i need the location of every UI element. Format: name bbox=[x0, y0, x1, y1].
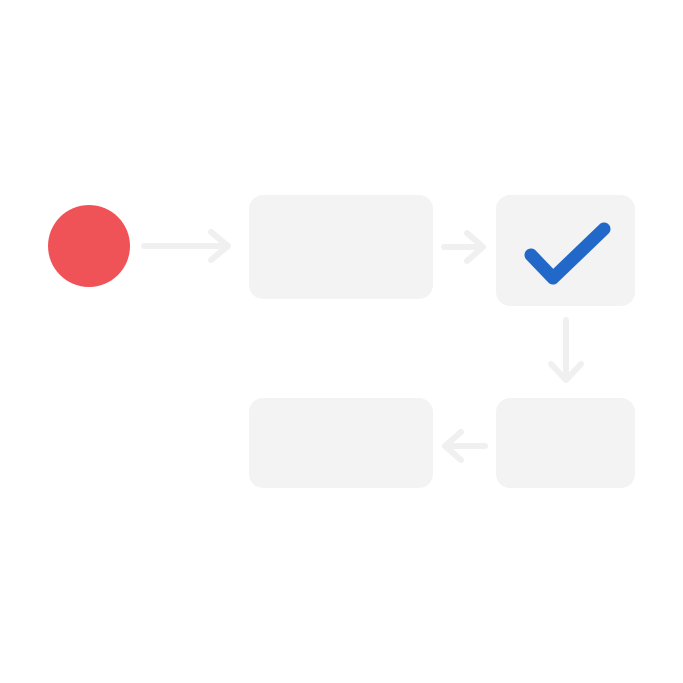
start-node bbox=[48, 205, 130, 287]
step-4-box bbox=[249, 398, 433, 488]
arrow-step-2-to-step-3 bbox=[548, 317, 584, 383]
step-1-box bbox=[249, 195, 433, 299]
check-icon bbox=[524, 222, 611, 285]
arrow-step-1-to-step-2 bbox=[441, 230, 486, 264]
arrow-start-to-step-1 bbox=[141, 229, 231, 263]
step-2-box bbox=[496, 195, 635, 306]
arrow-step-3-to-step-4 bbox=[442, 429, 488, 463]
step-3-box bbox=[496, 398, 635, 488]
